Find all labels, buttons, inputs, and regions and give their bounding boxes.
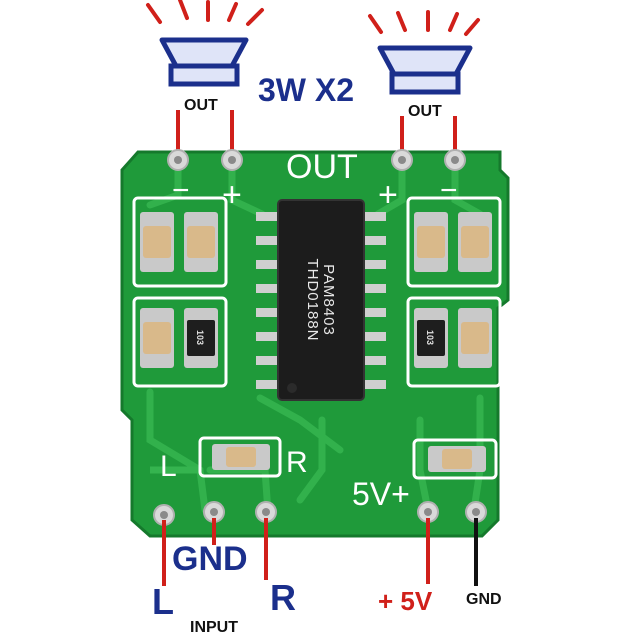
board-pads — [153, 149, 487, 526]
input-left-label: L — [152, 581, 174, 622]
chip-part-number: PAM8403 — [320, 264, 337, 336]
supply-positive-label: + 5V — [378, 586, 433, 616]
silk-plus-right: + — [378, 176, 398, 214]
silk-right: R — [286, 446, 308, 479]
silk-minus-left: − — [172, 174, 190, 207]
pam8403-chip — [256, 199, 386, 401]
chip-marking: PAM8403 THD0188N — [304, 250, 337, 350]
chip-lot-code: THD0188N — [304, 258, 321, 342]
silk-out: OUT — [286, 148, 358, 186]
speaker-left-out-label: OUT — [184, 97, 218, 114]
silk-plus-left: + — [222, 176, 242, 214]
resistors — [184, 308, 448, 368]
silk-supply: 5V+ — [352, 476, 410, 512]
speaker-left-icon — [146, 0, 264, 87]
input-gnd-label: GND — [172, 540, 248, 578]
speaker-right-out-label: OUT — [408, 103, 442, 120]
input-right-label: R — [270, 577, 296, 618]
capacitors — [140, 212, 492, 472]
supply-ground-label: GND — [466, 591, 502, 608]
silk-left: L — [160, 450, 177, 483]
input-wires — [162, 518, 478, 586]
resistor-code-left: 103 — [195, 329, 206, 346]
resistor-code-right: 103 — [425, 329, 436, 346]
power-rating-label: 3W X2 — [258, 72, 355, 108]
silkscreen-outlines — [132, 196, 502, 480]
silk-minus-right: − — [440, 174, 458, 207]
input-caption: INPUT — [190, 619, 238, 636]
speaker-right-icon — [368, 10, 480, 95]
